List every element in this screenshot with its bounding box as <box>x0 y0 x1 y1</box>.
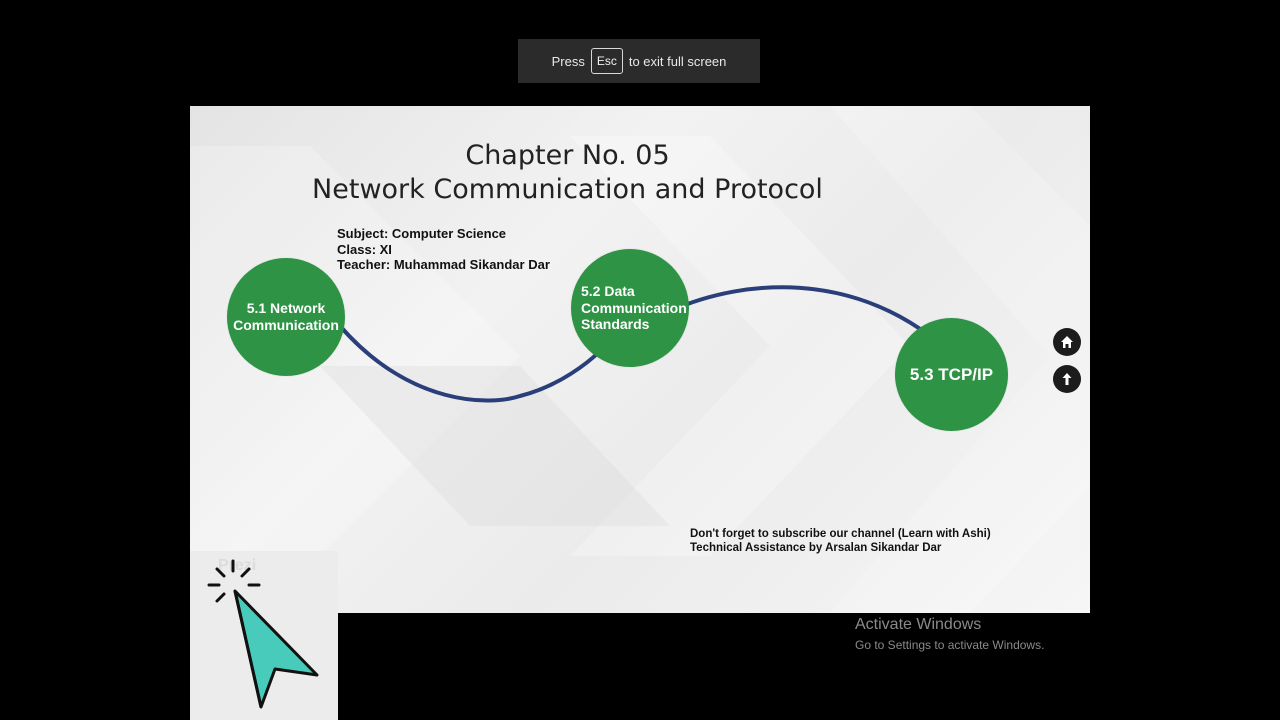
windows-activation-watermark: Activate Windows Go to Settings to activ… <box>855 615 1044 653</box>
cursor-icon <box>207 559 319 709</box>
technical-assistance-note: Technical Assistance by Arsalan Sikandar… <box>690 542 942 554</box>
subject-label: Subject: Computer Science <box>337 226 507 241</box>
fullscreen-notice: Press Esc to exit full screen <box>518 39 760 83</box>
node-label: 5.2 Data <box>581 283 635 300</box>
node-label: Communication <box>581 299 687 316</box>
node-label: Communication <box>233 317 339 333</box>
class-label: Class: XI <box>337 241 392 257</box>
back-arrow-icon <box>1062 373 1072 385</box>
home-icon <box>1061 336 1073 348</box>
topic-node-tcp-ip[interactable]: 5.3 TCP/IP <box>895 318 1008 431</box>
connection-path <box>338 324 602 403</box>
course-info: Subject: Computer Science Class: XI Teac… <box>337 226 550 273</box>
node-label: Standards <box>581 316 650 333</box>
node-label: 5.3 TCP/IP <box>909 364 994 384</box>
activate-windows-subtitle: Go to Settings to activate Windows. <box>855 638 1045 652</box>
esc-key-badge: Esc <box>590 48 623 74</box>
topic-node-network-communication[interactable]: 5.1 Network Communication <box>227 258 345 376</box>
slide-background <box>190 106 1090 613</box>
slide-title-line1: Chapter No. 05 <box>465 140 670 171</box>
topic-node-data-communication-standards[interactable]: 5.2 Data Communication Standards <box>571 249 689 367</box>
home-button[interactable] <box>1053 328 1081 356</box>
fullscreen-notice-rest: to exit full screen <box>628 53 727 69</box>
slide-title-line2: Network Communication and Protocol <box>312 174 823 205</box>
fullscreen-notice-press: Press <box>551 53 585 69</box>
presentation-slide[interactable]: Chapter No. 05 Network Communication and… <box>190 106 1090 613</box>
activate-windows-title: Activate Windows <box>855 616 982 633</box>
subscribe-note: Don't forget to subscribe our channel (L… <box>690 528 991 540</box>
teacher-label: Teacher: Muhammad Sikandar Dar <box>337 257 550 272</box>
credits: Don't forget to subscribe our channel (L… <box>690 527 991 555</box>
back-button[interactable] <box>1053 365 1081 393</box>
node-label: 5.1 Network <box>246 300 326 316</box>
